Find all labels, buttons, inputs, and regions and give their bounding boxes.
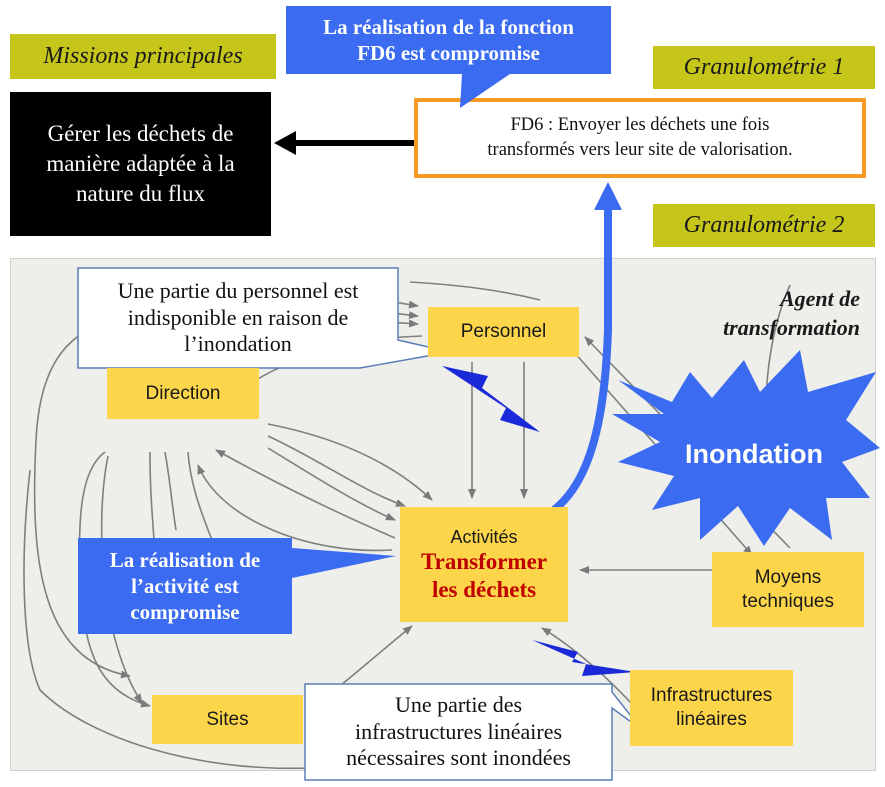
fd6-callout-line-1: La réalisation de la fonction: [323, 14, 574, 39]
activities-to-function-arrow: [541, 182, 622, 520]
personnel-callout: Une partie du personnel est indisponible…: [78, 270, 398, 366]
infra-callout: Une partie des infrastructures linéaires…: [305, 686, 612, 778]
node-infrastructures-lineaires: Infrastructures linéaires: [630, 670, 793, 746]
lightning-bolt-upper: [442, 366, 540, 432]
node-direction: Direction: [107, 368, 259, 419]
agent-label-line-1: Agent de: [779, 286, 860, 311]
personnel-callout-line-3: l’inondation: [184, 331, 292, 357]
activite-callout: La réalisation de l’activité est comprom…: [78, 538, 292, 634]
inondation-burst: [612, 350, 880, 546]
fd6-callout-shape: [286, 6, 611, 108]
activites-line-2: les déchets: [431, 576, 537, 602]
function-fd6-box: FD6 : Envoyer les déchets une fois trans…: [414, 98, 866, 178]
activites-title: Activités: [450, 526, 518, 547]
fd6-callout: La réalisation de la fonction FD6 est co…: [286, 6, 611, 74]
agent-label-line-2: transformation: [723, 314, 860, 340]
infra-node-line-2: linéaires: [676, 709, 747, 730]
personnel-callout-line-2: indisponible en raison de: [127, 304, 349, 330]
inondation-label: Inondation: [685, 438, 823, 469]
function-to-mission-arrow: [274, 131, 414, 155]
missions-label: Missions principales: [10, 34, 276, 79]
node-activites: Activités Transformer les déchets: [400, 507, 568, 622]
mission-line-2: manière adaptée à la: [46, 151, 235, 177]
granulometrie-2-label: Granulométrie 2: [653, 204, 875, 247]
moyens-line-1: Moyens: [754, 566, 822, 588]
granulometrie-1-label: Granulométrie 1: [653, 46, 875, 89]
function-line-2: transformés vers leur site de valorisati…: [487, 140, 793, 160]
moyens-line-2: techniques: [742, 590, 834, 612]
activite-callout-line-3: compromise: [130, 600, 240, 625]
node-sites: Sites: [152, 695, 303, 744]
mission-line-3: nature du flux: [75, 180, 205, 206]
lightning-bolt-lower: [532, 640, 636, 676]
personnel-callout-line-1: Une partie du personnel est: [117, 277, 359, 303]
infra-callout-line-2: infrastructures linéaires: [354, 718, 563, 744]
fd6-callout-line-2: FD6 est compromise: [357, 41, 540, 65]
activite-callout-shape: [78, 538, 396, 634]
node-moyens-techniques: Moyens techniques: [712, 552, 864, 627]
function-line-1: FD6 : Envoyer les déchets une fois: [510, 115, 770, 136]
activites-line-1: Transformer: [420, 549, 548, 575]
node-personnel: Personnel: [428, 307, 579, 357]
infra-callout-shape: [304, 683, 643, 781]
mission-box: Gérer les déchets de manière adaptée à l…: [10, 92, 271, 236]
infra-callout-line-1: Une partie des: [394, 691, 523, 717]
infra-node-line-1: Infrastructures: [650, 685, 773, 707]
agent-label: Agent de transformation: [700, 285, 860, 342]
infra-callout-line-3: nécessaires sont inondées: [346, 745, 571, 771]
mission-line-1: Gérer les déchets de: [47, 121, 234, 147]
activite-callout-line-2: l’activité est: [131, 573, 239, 598]
activite-callout-line-1: La réalisation de: [109, 547, 261, 572]
